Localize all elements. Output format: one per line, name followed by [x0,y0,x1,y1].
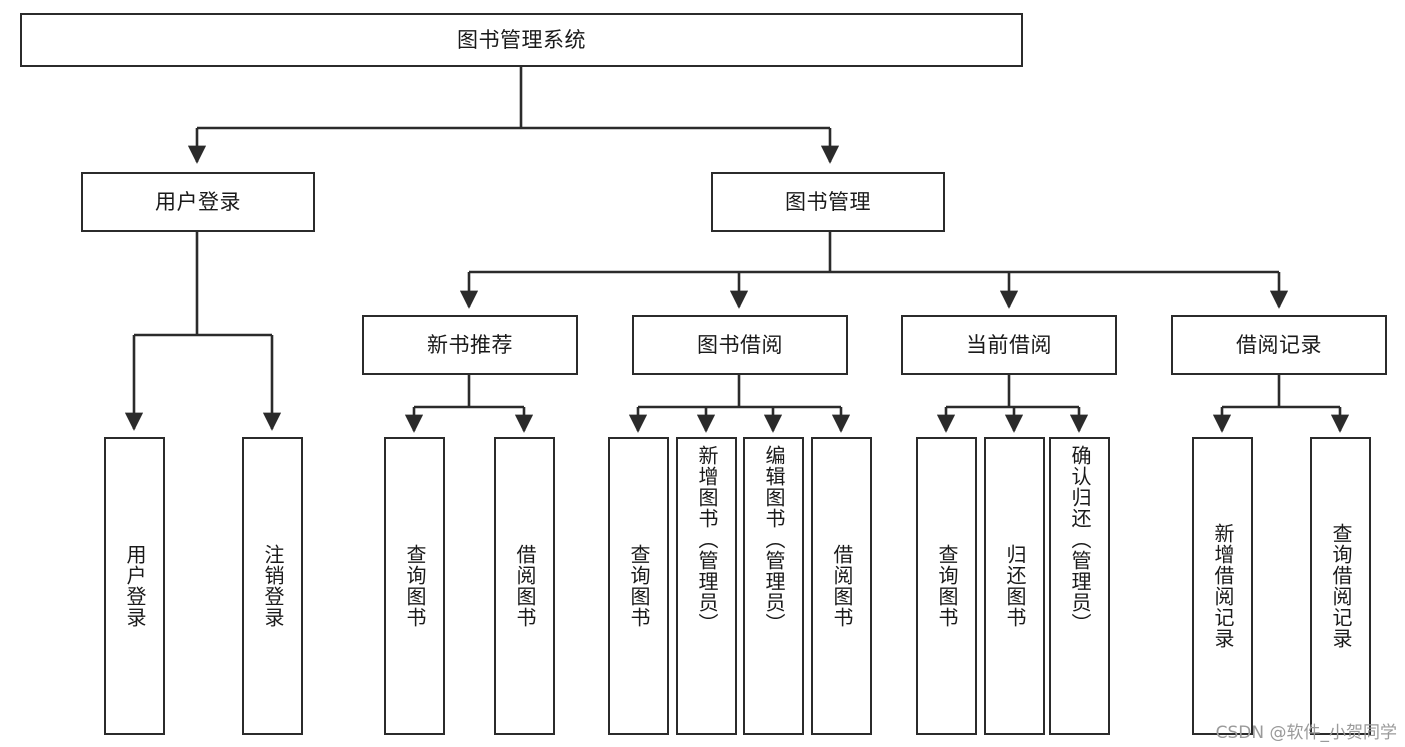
leaf-add-borrow-record[interactable]: 新增借阅记录 [1192,437,1253,735]
node-new-book-recommend[interactable]: 新书推荐 [362,315,578,375]
leaf-user-login[interactable]: 用户登录 [104,437,165,735]
leaf-logout-login[interactable]: 注销登录 [242,437,303,735]
node-label: 查询图书 [403,544,427,628]
node-label: 借阅记录 [1236,332,1322,357]
node-label: 确认归还（管理员） [1068,445,1092,634]
node-root-book-management-system[interactable]: 图书管理系统 [20,13,1023,67]
node-label: 借阅图书 [513,544,537,628]
node-label: 新增借阅记录 [1211,523,1235,649]
node-label: 编辑图书（管理员） [762,445,786,634]
node-label: 查询图书 [935,544,959,628]
leaf-query-borrow-record[interactable]: 查询借阅记录 [1310,437,1371,735]
leaf-query-book-recommend[interactable]: 查询图书 [384,437,445,735]
node-label: 用户登录 [155,189,241,214]
node-label: 新增图书（管理员） [695,445,719,634]
node-book-borrow[interactable]: 图书借阅 [632,315,848,375]
node-label: 注销登录 [261,544,285,628]
node-label: 查询图书 [627,544,651,628]
leaf-add-book-admin[interactable]: 新增图书（管理员） [676,437,737,735]
node-label: 新书推荐 [427,332,513,357]
leaf-borrow-book-recommend[interactable]: 借阅图书 [494,437,555,735]
node-label: 查询借阅记录 [1329,523,1353,649]
node-current-borrow[interactable]: 当前借阅 [901,315,1117,375]
leaf-edit-book-admin[interactable]: 编辑图书（管理员） [743,437,804,735]
node-label: 用户登录 [123,544,147,628]
leaf-return-book[interactable]: 归还图书 [984,437,1045,735]
leaf-confirm-return-admin[interactable]: 确认归还（管理员） [1049,437,1110,735]
leaf-query-book-current[interactable]: 查询图书 [916,437,977,735]
node-borrow-record[interactable]: 借阅记录 [1171,315,1387,375]
node-label: 当前借阅 [966,332,1052,357]
leaf-borrow-book[interactable]: 借阅图书 [811,437,872,735]
node-label: 图书管理 [785,189,871,214]
leaf-query-book-borrow[interactable]: 查询图书 [608,437,669,735]
node-label: 借阅图书 [830,544,854,628]
node-user-login[interactable]: 用户登录 [81,172,315,232]
node-book-management[interactable]: 图书管理 [711,172,945,232]
node-label: 归还图书 [1003,544,1027,628]
node-label: 图书管理系统 [457,27,586,52]
node-label: 图书借阅 [697,332,783,357]
watermark-text: CSDN @软件_小贺同学 [1215,723,1397,743]
